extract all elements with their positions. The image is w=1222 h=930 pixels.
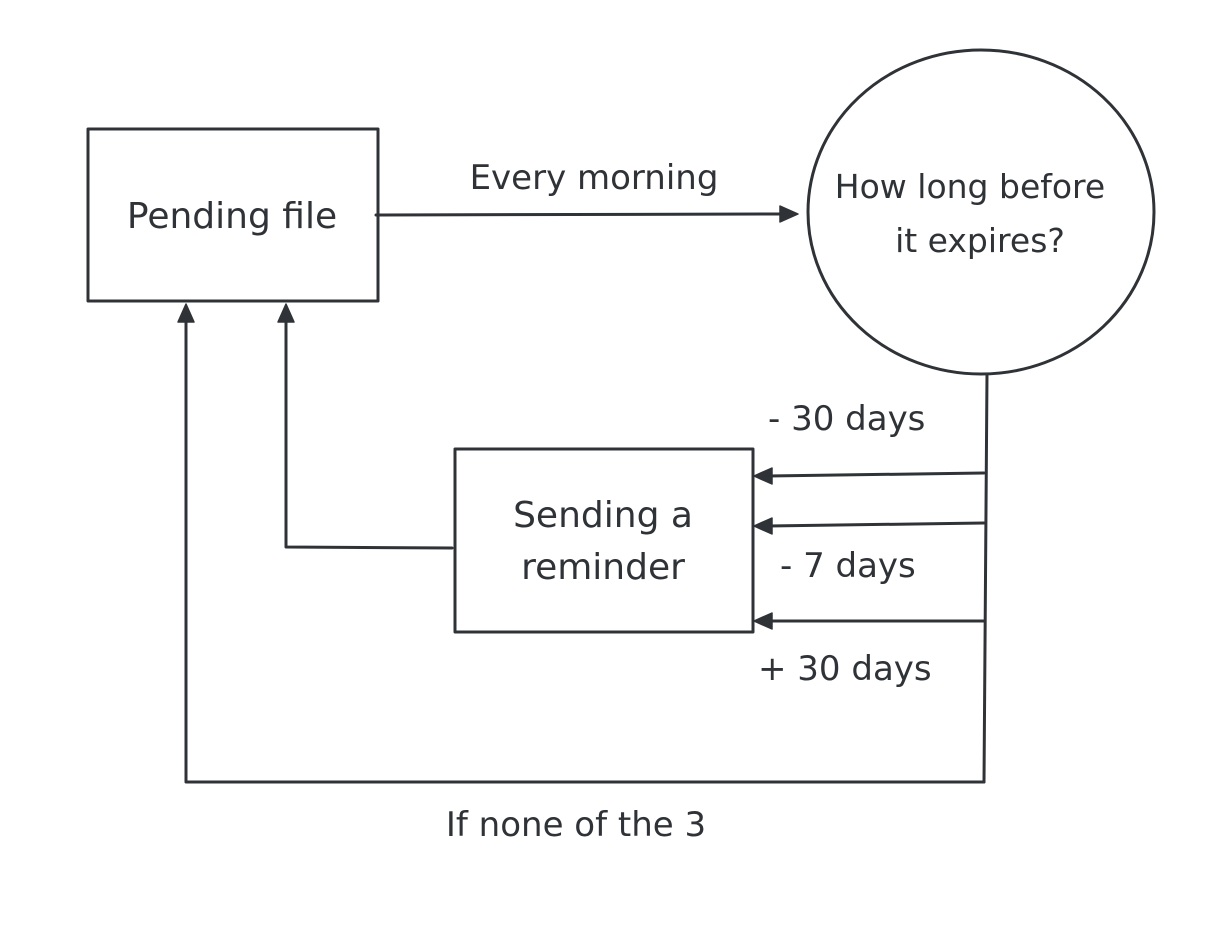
every-morning-arrow bbox=[374, 205, 799, 223]
every-morning-label: Every morning bbox=[470, 158, 719, 198]
expiry-question-circle bbox=[806, 48, 1156, 376]
minus-7-days-label: - 7 days bbox=[780, 546, 916, 586]
none-of-three-return-arrow bbox=[177, 303, 986, 784]
none-of-three-label: If none of the 3 bbox=[446, 805, 706, 845]
plus-30-days-arrow bbox=[753, 612, 986, 630]
pending-file-label: Pending file bbox=[127, 196, 337, 237]
expiry-question-label-line1: How long before bbox=[835, 167, 1105, 206]
sending-reminder-box bbox=[453, 447, 755, 634]
minus-30-days-label: - 30 days bbox=[768, 399, 925, 439]
minus-7-days-arrow bbox=[753, 517, 986, 535]
expiry-question-label-line2: it expires? bbox=[895, 221, 1065, 260]
minus-30-days-arrow bbox=[753, 467, 986, 485]
sending-reminder-label-line1: Sending a bbox=[513, 495, 693, 536]
reminder-return-arrow bbox=[277, 303, 454, 550]
plus-30-days-label: + 30 days bbox=[758, 649, 932, 689]
sending-reminder-label-line2: reminder bbox=[521, 547, 685, 588]
expiry-trunk-line bbox=[982, 372, 989, 784]
